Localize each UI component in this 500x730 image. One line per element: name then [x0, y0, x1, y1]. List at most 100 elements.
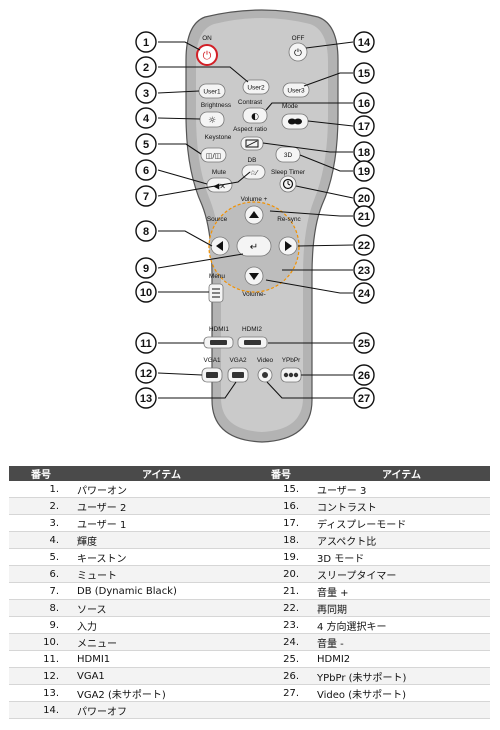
callout-14: 14 — [353, 31, 375, 53]
row-number: 27. — [249, 684, 313, 702]
contrast-label: Contrast — [238, 99, 262, 106]
callout-20: 20 — [353, 187, 375, 209]
row-number: 3. — [9, 514, 73, 532]
table-row: 14.パワーオフ — [9, 701, 250, 719]
table-row: 26.YPbPr (未サポート) — [249, 667, 490, 685]
table-row: 13.VGA2 (未サポート) — [9, 684, 250, 702]
menu-button[interactable] — [208, 283, 224, 303]
table-row: 5.キーストン — [9, 548, 250, 566]
svg-text:24: 24 — [358, 288, 371, 300]
mode-button[interactable] — [281, 113, 309, 130]
row-item: VGA1 — [73, 667, 250, 685]
button-table-right: 番号 アイテム 15.ユーザー 3 16.コントラスト 17.ディスプレーモード… — [249, 466, 490, 719]
row-number: 23. — [249, 616, 313, 634]
row-item: スリープタイマー — [313, 565, 490, 583]
source-left-button[interactable] — [210, 236, 230, 256]
callout-11: 11 — [135, 332, 157, 354]
row-number: 18. — [249, 531, 313, 549]
volume-down-button[interactable] — [244, 266, 264, 286]
user3-button[interactable]: User3 — [282, 82, 310, 98]
table-row: 21.音量 + — [249, 582, 490, 600]
power-on-button[interactable]: ⏻ — [196, 44, 218, 66]
row-item: 輝度 — [73, 531, 250, 549]
user1-button[interactable]: User1 — [198, 83, 226, 99]
table-row — [249, 701, 490, 719]
brightness-button[interactable]: ☼ — [199, 111, 225, 128]
table-row: 17.ディスプレーモード — [249, 514, 490, 532]
row-item: ソース — [73, 599, 250, 617]
volume-up-button[interactable] — [244, 205, 264, 225]
row-number: 10. — [9, 633, 73, 651]
table-row: 24.音量 - — [249, 633, 490, 651]
callout-3: 3 — [135, 82, 157, 104]
hdmi2-button[interactable] — [237, 336, 268, 349]
power-off-button[interactable]: ⏻ — [288, 42, 308, 62]
enter-button[interactable]: ↵ — [236, 235, 272, 257]
re-sync-right-button[interactable] — [278, 236, 298, 256]
table-header-row: 番号 アイテム — [9, 466, 250, 481]
on-label: ON — [202, 35, 212, 42]
table-row: 6.ミュート — [9, 565, 250, 583]
table-row: 1.パワーオン — [9, 481, 250, 498]
row-number: 17. — [249, 514, 313, 532]
keystone-icon: ◫/◫ — [206, 152, 222, 160]
row-item: Video (未サポート) — [313, 684, 490, 702]
row-number: 1. — [9, 481, 73, 498]
row-item: キーストン — [73, 548, 250, 566]
aspect-ratio-label: Aspect ratio — [233, 126, 267, 133]
row-number: 22. — [249, 599, 313, 617]
video-button[interactable] — [257, 367, 273, 383]
callout-19: 19 — [353, 160, 375, 182]
3d-button[interactable]: 3D — [275, 146, 301, 163]
table-row: 19.3D モード — [249, 548, 490, 566]
enter-icon: ↵ — [250, 242, 258, 253]
svg-text:21: 21 — [358, 211, 370, 223]
ypbpr-button[interactable] — [280, 367, 302, 383]
svg-text:22: 22 — [358, 240, 370, 252]
callout-23: 23 — [353, 259, 375, 281]
table-row: 10.メニュー — [9, 633, 250, 651]
sun-icon: ☼ — [208, 116, 216, 126]
db-button[interactable]: ☆⁄ — [241, 164, 266, 180]
callout-21: 21 — [353, 205, 375, 227]
row-number: 13. — [9, 684, 73, 702]
hdmi1-button[interactable] — [203, 336, 234, 349]
svg-text:23: 23 — [358, 265, 370, 277]
sleep-timer-label: Sleep Timer — [271, 169, 306, 176]
table-row: 3.ユーザー 1 — [9, 514, 250, 532]
row-number: 9. — [9, 616, 73, 634]
row-number: 8. — [9, 599, 73, 617]
aspect-ratio-button[interactable] — [240, 136, 264, 151]
header-item: アイテム — [73, 466, 250, 481]
user2-button[interactable]: User2 — [242, 79, 270, 95]
table-row: 12.VGA1 — [9, 667, 250, 685]
vga1-button[interactable] — [201, 367, 223, 383]
row-number: 12. — [9, 667, 73, 685]
callout-24: 24 — [353, 282, 375, 304]
sleep-timer-button[interactable] — [279, 175, 297, 193]
row-number: 19. — [249, 548, 313, 566]
svg-text:7: 7 — [143, 191, 149, 203]
svg-text:5: 5 — [143, 139, 149, 151]
db-label: DB — [248, 157, 257, 164]
off-label: OFF — [292, 35, 305, 42]
callout-10: 10 — [135, 281, 157, 303]
callout-15: 15 — [353, 62, 375, 84]
re-sync-label: Re-sync — [277, 216, 301, 223]
row-number: 6. — [9, 565, 73, 583]
row-number: 4. — [9, 531, 73, 549]
callout-5: 5 — [135, 133, 157, 155]
row-number: 2. — [9, 497, 73, 515]
row-item: 再同期 — [313, 599, 490, 617]
row-number: 21. — [249, 582, 313, 600]
row-item: YPbPr (未サポート) — [313, 667, 490, 685]
row-item: 音量 - — [313, 633, 490, 651]
vga2-button[interactable] — [227, 367, 249, 383]
row-item: 3D モード — [313, 548, 490, 566]
keystone-button[interactable]: ◫/◫ — [200, 147, 227, 163]
contrast-button[interactable]: ◐ — [242, 107, 268, 124]
svg-text:26: 26 — [358, 370, 370, 382]
callout-27: 27 — [353, 387, 375, 409]
svg-text:6: 6 — [143, 165, 149, 177]
row-item: HDMI1 — [73, 650, 250, 668]
